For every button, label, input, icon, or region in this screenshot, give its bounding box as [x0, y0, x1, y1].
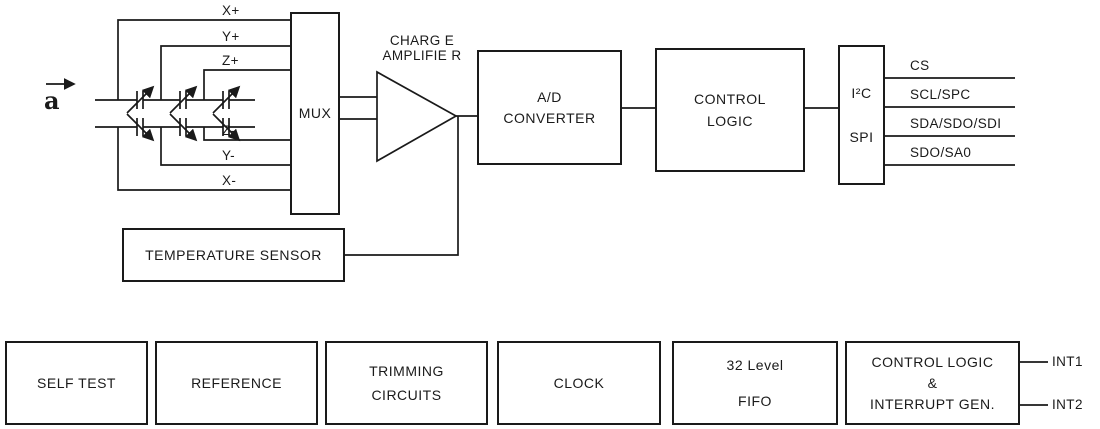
interrupt-gen-block: CONTROL LOGIC & INTERRUPT GEN.	[845, 341, 1020, 425]
pin-label-sdo-sa0: SDO/SA0	[910, 145, 972, 160]
charge-amp-caption: CHARG E AMPLIFIE R	[362, 33, 482, 63]
fifo-block: 32 Level FIFO	[672, 341, 838, 425]
temp-sensor-label: TEMPERATURE SENSOR	[145, 246, 322, 263]
pin-label-z-plus: Z+	[222, 53, 239, 68]
charge-amp-caption-line2: AMPLIFIE R	[382, 48, 462, 63]
adc-block: A/D CONVERTER	[477, 50, 622, 165]
pin-label-x-minus: X-	[222, 173, 237, 188]
trimming-label-line1: TRIMMING	[369, 363, 444, 380]
interface-spi-label: SPI	[849, 129, 874, 145]
interface-block: I²C SPI	[838, 45, 885, 185]
pin-label-x-plus: X+	[222, 3, 240, 18]
pin-label-y-minus: Y-	[222, 148, 236, 163]
mux-label: MUX	[298, 105, 332, 122]
control-logic-block: CONTROL LOGIC	[655, 48, 805, 172]
control-logic-label-line1: CONTROL	[694, 91, 766, 108]
pin-label-y-plus: Y+	[222, 29, 240, 44]
interrupt-lines	[1020, 361, 1048, 406]
interrupt-gen-label-line1: CONTROL LOGIC	[871, 353, 994, 370]
pin-label-z-minus: Z-	[222, 123, 236, 138]
self-test-block: SELF TEST	[5, 341, 148, 425]
trimming-label-line2: CIRCUITS	[371, 386, 442, 403]
pin-label-sda-sdo-sdi: SDA/SDO/SDI	[910, 116, 1002, 131]
fifo-label-line2: FIFO	[738, 393, 772, 409]
pin-label-scl-spc: SCL/SPC	[910, 87, 971, 102]
temp-sensor-block: TEMPERATURE SENSOR	[122, 228, 345, 282]
interrupt-gen-label-line3: INTERRUPT GEN.	[870, 396, 995, 413]
interface-i2c-label: I²C	[851, 84, 872, 101]
charge-amp-caption-line1: CHARG E	[389, 33, 455, 48]
clock-label: CLOCK	[553, 374, 605, 391]
self-test-label: SELF TEST	[37, 374, 116, 391]
mux-to-amp-lines	[340, 96, 377, 120]
adc-label-line1: A/D	[537, 88, 562, 105]
reference-label: REFERENCE	[191, 374, 282, 391]
reference-block: REFERENCE	[155, 341, 318, 425]
pin-label-int2: INT2	[1052, 397, 1083, 412]
acceleration-label: a	[44, 86, 60, 115]
pin-label-int1: INT1	[1052, 354, 1083, 369]
charge-amplifier-triangle-icon	[376, 70, 458, 163]
mux-block: MUX	[290, 12, 340, 215]
sensing-elements	[95, 85, 255, 142]
sensor-bus-lines	[117, 19, 290, 191]
adc-label-line2: CONVERTER	[503, 110, 596, 126]
fifo-label-line1: 32 Level	[726, 356, 784, 373]
temp-sensor-connector	[345, 116, 459, 256]
interrupt-gen-label-line2: &	[927, 374, 938, 391]
output-pin-lines	[885, 77, 1015, 166]
pin-label-cs: CS	[910, 58, 930, 73]
clock-block: CLOCK	[497, 341, 661, 425]
control-logic-label-line2: LOGIC	[706, 112, 754, 129]
trimming-circuits-block: TRIMMING CIRCUITS	[325, 341, 488, 425]
